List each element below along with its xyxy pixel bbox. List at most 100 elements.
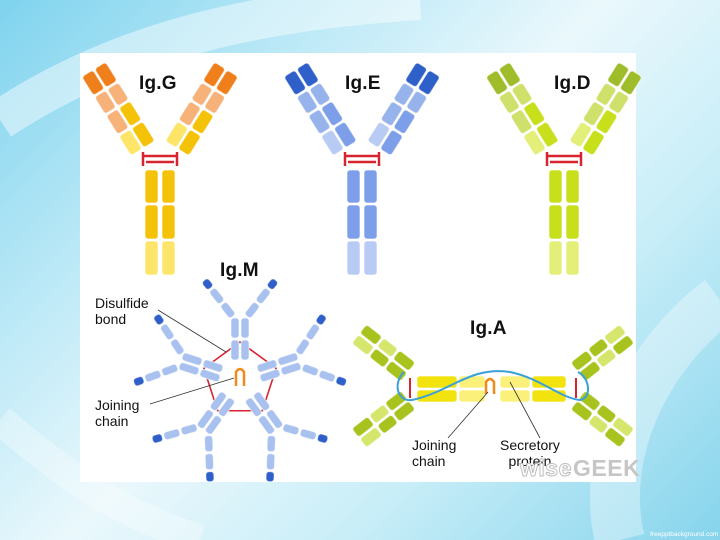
igg-antibody-stem-right-seg-0 [161,169,176,204]
igm-monomer-1-right-arm [301,363,347,387]
igm-monomer-4-left-arm [133,363,179,387]
igm-monomer-0-stem-l-seg-0 [230,317,240,339]
ige-antibody-arm-heavy-seg-1 [393,83,415,106]
disulfide-leader-line [157,309,227,353]
igd-antibody-arm-heavy-seg-2 [583,101,605,126]
igm-arm-seg-2 [295,338,310,356]
igm-monomer-0 [202,278,278,361]
ige-antibody-stem-right-seg-0 [363,169,378,204]
igm-monomer-0-left-arm [202,278,236,319]
ige-label: Ig.E [345,73,381,94]
iga-right-lower-arm-b-seg-2 [612,417,634,437]
igg-antibody-stem-right-seg-2 [161,240,176,276]
iga-right-lower-arm-a-seg-0 [571,401,593,422]
iga-right-lower-arm-b-seg-0 [579,391,601,411]
igm-monomer-3-right-arm [151,423,198,444]
igd-antibody-arm-light-seg-2 [523,101,545,126]
igm-monomer-4-right-arm [153,313,185,356]
igg-antibody-arm-heavy-seg-0 [203,62,225,87]
iga-left-upper-arm-a-seg-0 [393,350,415,371]
igm-arm-seg-0 [202,278,214,290]
igd-antibody-stem-right-seg-0 [565,169,580,204]
igd-antibody-left-arm [486,62,559,156]
igg-antibody-arm-heavy-seg-0 [82,70,104,95]
igd-antibody-stem-right-seg-1 [565,204,580,240]
igg-antibody-arm-heavy-seg-1 [95,90,116,114]
igg-antibody-left-arm [82,62,155,156]
igg-antibody-arm-light-seg-1 [107,83,129,106]
igm-arm-seg-2 [180,423,198,436]
igm-monomer-2-stem-l-seg-1 [253,391,271,412]
igg-antibody-arm-light-seg-0 [95,62,117,87]
iga-stem-r-0-0 [499,375,531,389]
igm-monomer-1-stem-r-seg-1 [259,368,281,383]
igd-antibody-stem-right-seg-2 [565,240,580,276]
igm-arm-seg-0 [133,376,145,387]
igd-antibody-right-arm [569,62,642,156]
iga-stem-l-0-1 [458,375,486,389]
igg-antibody-arm-light-seg-2 [119,101,141,126]
igg-antibody-stem-left-seg-1 [144,204,159,240]
igm-arm-seg-1 [209,287,225,304]
igd-antibody-arm-heavy-seg-0 [607,62,629,87]
iga-left-lower-arm-b-seg-2 [360,427,382,447]
ige-antibody-stem-right-seg-2 [363,240,378,276]
ige-antibody-arm-light-seg-1 [309,83,331,106]
disulfide-bond-label: Disulfide bond [95,295,149,327]
secretory-protein-text: Secretory protein [500,437,560,469]
igm-monomer-2-stem-r-seg-0 [258,415,275,435]
igm-arm-seg-1 [265,453,276,471]
igm-arm-seg-0 [335,376,347,387]
igm-monomer-4-stem-r-seg-1 [202,359,224,373]
igm-arm-seg-1 [318,369,336,383]
igm-arm-seg-0 [266,278,278,290]
igm-joining-leader-line [149,377,235,405]
iga-left-upper-arm-a-seg-2 [360,325,382,345]
ige-antibody-stem-left-seg-1 [346,204,361,240]
igm-label: Ig.M [220,260,259,281]
iga-left-upper-arm [352,325,415,381]
igg-antibody [82,62,238,276]
igg-antibody-arm-heavy-seg-2 [179,101,201,126]
igm-monomer-0-stem-r-seg-0 [240,317,250,339]
igm-arm-seg-0 [315,313,327,326]
igm-monomer-2-stem-l-seg-0 [266,409,284,429]
igm-monomer-2-stem-r-seg-1 [245,397,263,417]
watermark-wise: wise [520,455,572,482]
igm-arm-seg-2 [220,302,236,319]
igd-antibody-arm-light-seg-0 [499,62,521,87]
iga-right-upper-arm-b-seg-1 [588,338,609,357]
ige-antibody [284,62,440,276]
igd-antibody-arm-light-seg-0 [620,70,642,95]
igd-antibody-arm-light-seg-1 [511,83,533,106]
igm-monomer-3-stem-l-seg-0 [205,415,222,435]
igd-antibody-arm-heavy-seg-3 [523,129,546,156]
source-credit: freepptbackground.com [650,531,719,538]
igd-antibody-stem-left-seg-0 [548,169,563,204]
igm-monomer-2-left-arm [282,423,329,444]
igm-arm-seg-2 [266,435,276,453]
igm-arm-seg-0 [151,433,164,444]
iga-secretory-protein [396,370,589,402]
iga-right-lower-arm-a-seg-1 [588,415,609,434]
watermark-geek: GEEK [573,455,641,481]
igd-antibody-disulfide-bond [545,152,583,166]
igm-monomer-1-stem-r-seg-0 [280,362,302,376]
igg-antibody-arm-light-seg-3 [178,129,201,156]
igg-antibody-arm-heavy-seg-2 [106,109,129,134]
igm-arm-seg-0 [153,313,165,326]
igd-antibody-arm-heavy-seg-1 [595,83,617,106]
ige-antibody-arm-heavy-seg-0 [284,70,306,95]
igm-arm-seg-1 [305,323,320,341]
igg-label: Ig.G [139,73,177,94]
igm-monomer-3-left-arm [204,435,215,483]
secretory-leader-line [509,381,541,439]
iga-right-lower-arm-b-seg-1 [596,404,617,424]
igd-antibody-arm-heavy-seg-3 [569,122,592,148]
igm-monomer-3-stem-l-seg-1 [217,397,235,417]
iga-left-upper-arm-b-seg-1 [369,348,390,368]
iga-right-lower-arm-a-seg-2 [604,427,626,447]
igm-arm-seg-1 [160,323,175,341]
igm-arm-seg-2 [170,338,185,356]
